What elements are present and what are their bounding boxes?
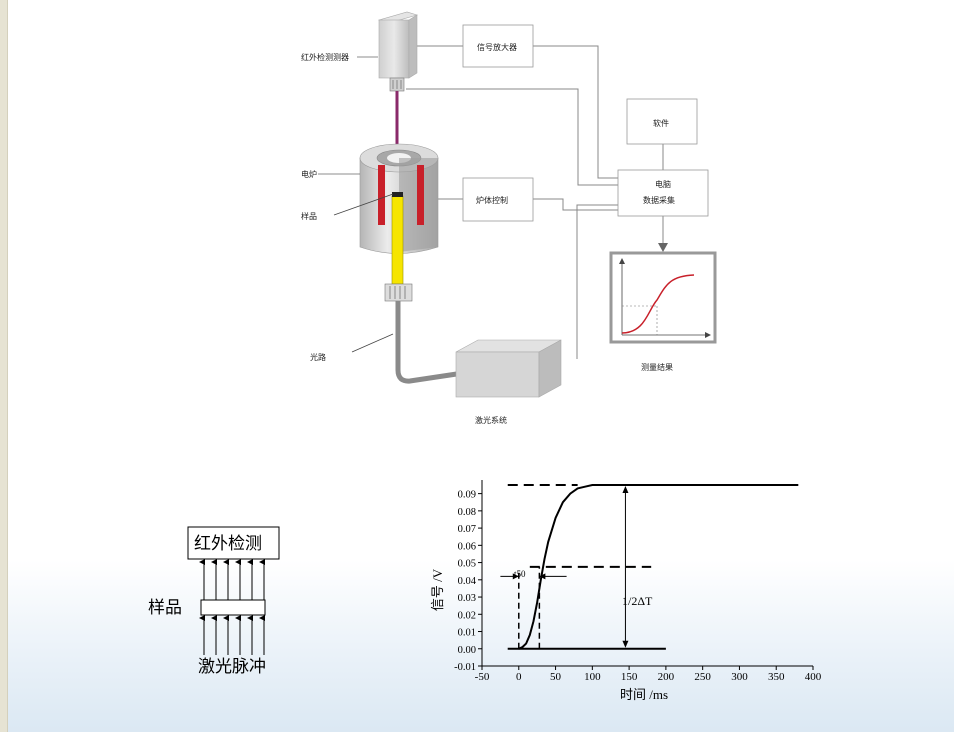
y-tick-label: 0.02 — [458, 610, 476, 621]
laser-pulse-label: 激光脉冲 — [198, 657, 266, 677]
half-delta-label: 1/2ΔT — [622, 594, 653, 608]
signal-time-chart: -50 0 50 100 150 200 250 300 350 400 -0.01 0.00 0.01… — [430, 480, 822, 702]
chart-axes: -50 0 50 100 150 200 250 300 350 400 -0.01 0.00 0.01… — [454, 480, 822, 683]
y-tick-label: 0.08 — [458, 507, 476, 518]
laser-system-label: 激光系统 — [475, 415, 507, 425]
x-tick-label: 350 — [768, 671, 785, 683]
furnace-control-label: 炉体控制 — [476, 195, 508, 205]
y-tick-label: 0.03 — [458, 593, 476, 604]
computer-label: 电脑 — [655, 179, 671, 189]
ir-detector-label: 红外检测测器 — [301, 52, 349, 62]
x-tick-label: -50 — [475, 671, 490, 683]
laser-arrows-up — [199, 615, 265, 655]
y-tick-label: 0.04 — [458, 576, 477, 587]
y-tick-label: 0.05 — [458, 559, 476, 570]
light-path-label: 光路 — [310, 352, 326, 362]
ir-detector — [377, 11, 419, 92]
laser-system — [455, 339, 562, 398]
heat-arrows-up — [199, 559, 265, 600]
x-tick-label: 150 — [621, 671, 638, 683]
y-axis-label: 信号 /V — [430, 568, 445, 611]
sample-label: 样品 — [301, 211, 317, 221]
y-tick-label: 0.06 — [458, 541, 476, 552]
x-tick-label: 400 — [805, 671, 822, 683]
computer-box — [617, 169, 709, 217]
sample-rod — [391, 195, 404, 285]
x-tick-label: 250 — [694, 671, 711, 683]
chart-series — [507, 484, 799, 650]
measurement-principle-schematic: 红外检测 样品 激光脉冲 — [148, 526, 280, 677]
x-axis-label: 时间 /ms — [620, 687, 668, 702]
x-tick-label: 300 — [731, 671, 748, 683]
x-tick-label: 200 — [658, 671, 675, 683]
data-acquisition-label: 数据采集 — [643, 195, 675, 205]
ir-detect-box — [187, 526, 280, 560]
optical-fiber — [395, 301, 471, 384]
signal-amplifier-box — [462, 24, 534, 68]
y-tick-label: 0.09 — [458, 490, 476, 501]
x-tick-label: 100 — [584, 671, 601, 683]
x-tick-label: 0 — [516, 671, 522, 683]
result-plot — [609, 251, 717, 344]
y-tick-label: 0.00 — [458, 645, 476, 656]
delta-arrow-head-bottom — [622, 640, 629, 648]
y-tick-label: 0.07 — [458, 524, 476, 535]
t-half-label: t50 — [514, 569, 526, 579]
left-edge-strip — [0, 0, 8, 732]
t50-arrow-left-head — [512, 573, 519, 580]
fiber-connector — [384, 283, 413, 302]
furnace — [359, 143, 439, 254]
ir-detect-label: 红外检测 — [194, 534, 262, 554]
y-tick-label: 0.01 — [458, 628, 476, 639]
x-tick-label: 50 — [550, 671, 562, 683]
signal-curve — [507, 484, 799, 650]
software-box — [626, 98, 698, 145]
sample-slab — [200, 599, 266, 616]
laser-flash-apparatus-diagram: 红外检测测器 电炉 样品 光路 激光系统 信号放大器 炉体控制 — [301, 11, 717, 425]
result-label: 测量结果 — [641, 362, 673, 372]
delta-arrow-head-top — [622, 486, 629, 493]
sample-side-label: 样品 — [148, 598, 182, 618]
signal-amplifier-label: 信号放大器 — [477, 42, 517, 52]
furnace-label: 电炉 — [301, 169, 317, 179]
chart-guides — [500, 484, 666, 650]
furnace-control-box — [462, 177, 534, 222]
connection-lines — [406, 45, 668, 359]
sample-tip — [392, 192, 403, 197]
software-label: 软件 — [653, 118, 669, 128]
y-tick-label: -0.01 — [454, 662, 476, 673]
